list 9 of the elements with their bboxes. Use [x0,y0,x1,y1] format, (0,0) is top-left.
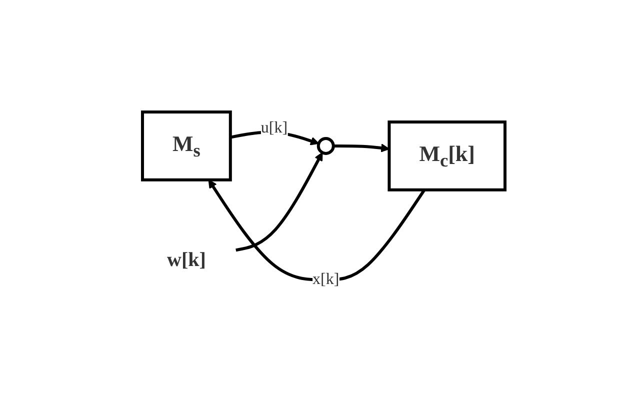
arrow [235,152,322,252]
edge-label: u[k] [260,120,288,137]
node-box: M$_{s}$ [140,110,232,182]
node-box: M$_{c}$[k] [387,120,506,192]
arrow [208,180,426,282]
node-circle [316,137,334,155]
arrow [332,144,390,152]
node-text: w[k] [166,248,206,271]
edge-label: x[k] [312,270,339,288]
